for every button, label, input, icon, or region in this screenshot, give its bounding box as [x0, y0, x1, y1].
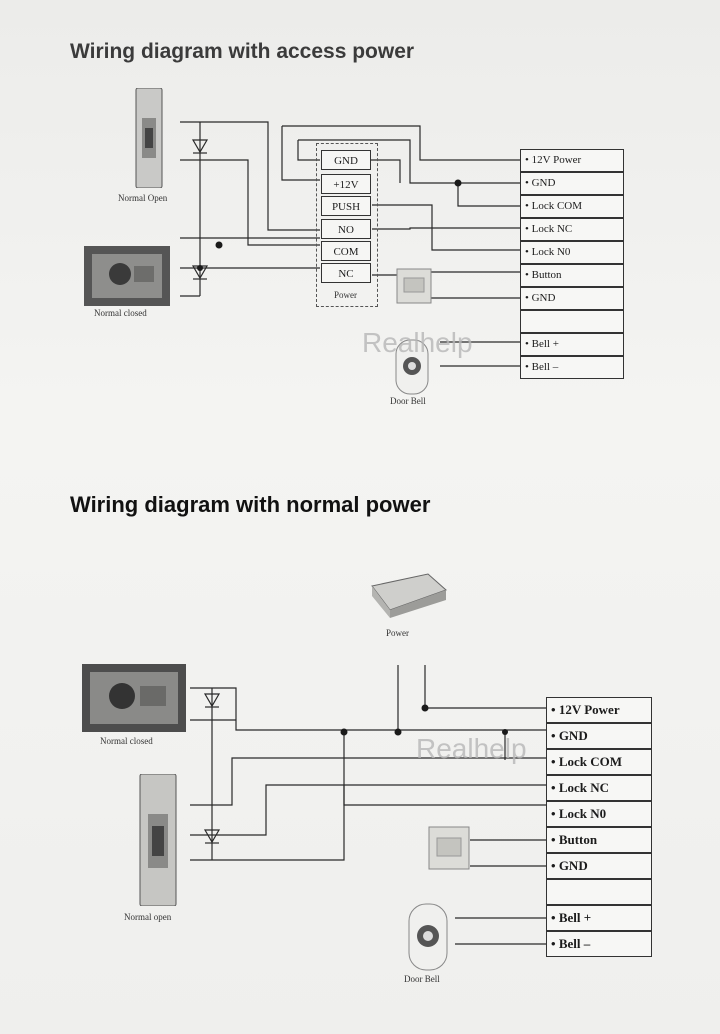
normal-open-caption-2: Normal open: [124, 912, 172, 922]
pin-no: NO: [321, 219, 371, 239]
bolt-lock-normal-closed-2: [82, 664, 186, 732]
bolt-lock-normal-closed: [84, 246, 170, 306]
terminal2-gnd: • GND: [546, 723, 652, 749]
terminal-lock-nc: • Lock NC: [520, 218, 624, 241]
exit-button-icon-2: [428, 826, 470, 870]
pin-12v: +12V: [321, 174, 371, 194]
terminal-label: Bell +: [558, 910, 592, 925]
terminal2-lock-no: • Lock N0: [546, 801, 652, 827]
terminal-label: GND: [558, 858, 588, 873]
door-bell-caption-2: Door Bell: [404, 974, 440, 984]
normal-closed-caption: Normal closed: [94, 308, 147, 318]
power-caption-2: Power: [386, 628, 409, 638]
strike-lock-normal-open: [132, 87, 166, 189]
terminal-gnd: • GND: [520, 172, 624, 195]
exit-button-icon: [396, 268, 432, 304]
normal-open-caption: Normal Open: [118, 193, 168, 203]
power-caption: Power: [334, 290, 357, 300]
wire-lock-no: [180, 121, 320, 231]
door-bell-icon-2: [404, 902, 452, 972]
terminal-label: Button: [531, 269, 562, 281]
pin-com: COM: [321, 241, 371, 261]
terminal-bell-plus: • Bell +: [520, 333, 624, 356]
terminal-label: Bell +: [531, 338, 559, 350]
terminal-label: Lock COM: [531, 200, 583, 212]
terminal-label: GND: [531, 292, 556, 304]
terminal-label: Button: [558, 832, 598, 847]
terminal-lock-no: • Lock N0: [520, 241, 624, 264]
door-bell-caption: Door Bell: [390, 396, 426, 406]
terminal-label: Bell –: [558, 936, 591, 951]
terminal-label: GND: [558, 728, 588, 743]
terminal-button: • Button: [520, 264, 624, 287]
terminal-gnd-2: • GND: [520, 287, 624, 310]
terminal-label: Lock N0: [531, 246, 571, 258]
terminal-label: Lock NC: [558, 780, 610, 795]
terminal2-gnd-2: • GND: [546, 853, 652, 879]
watermark-2: Realhelp: [416, 733, 527, 764]
terminal2-empty: [546, 879, 652, 905]
power-supply-unit: [368, 570, 448, 618]
pin-push: PUSH: [321, 196, 371, 216]
terminal-label: Lock NC: [531, 223, 573, 235]
terminal-lock-com: • Lock COM: [520, 195, 624, 218]
pin-nc: NC: [321, 263, 371, 283]
pin-gnd: GND: [321, 150, 371, 170]
terminal-empty: [520, 310, 624, 333]
strike-lock-normal-open-2: [134, 773, 182, 907]
terminal-label: 12V Power: [558, 702, 620, 717]
normal-closed-caption-2: Normal closed: [100, 736, 153, 746]
terminal-label: 12V Power: [531, 154, 582, 166]
terminal2-12v-power: • 12V Power: [546, 697, 652, 723]
terminal2-bell-plus: • Bell +: [546, 905, 652, 931]
terminal2-lock-com: • Lock COM: [546, 749, 652, 775]
terminal-label: GND: [531, 177, 556, 189]
terminal2-lock-nc: • Lock NC: [546, 775, 652, 801]
terminal2-bell-minus: • Bell –: [546, 931, 652, 957]
terminal-label: Lock N0: [558, 806, 607, 821]
terminal-label: Bell –: [531, 361, 559, 373]
terminal2-button: • Button: [546, 827, 652, 853]
diagram2-title: Wiring diagram with normal power: [70, 492, 431, 517]
power-box: [316, 143, 378, 307]
terminal-12v-power: • 12V Power: [520, 149, 624, 172]
door-bell-icon: [392, 338, 432, 396]
terminal-label: Lock COM: [558, 754, 623, 769]
terminal-bell-minus: • Bell –: [520, 356, 624, 379]
diagram1-title: Wiring diagram with access power: [70, 40, 415, 63]
watermark: Realhelp: [362, 327, 473, 358]
